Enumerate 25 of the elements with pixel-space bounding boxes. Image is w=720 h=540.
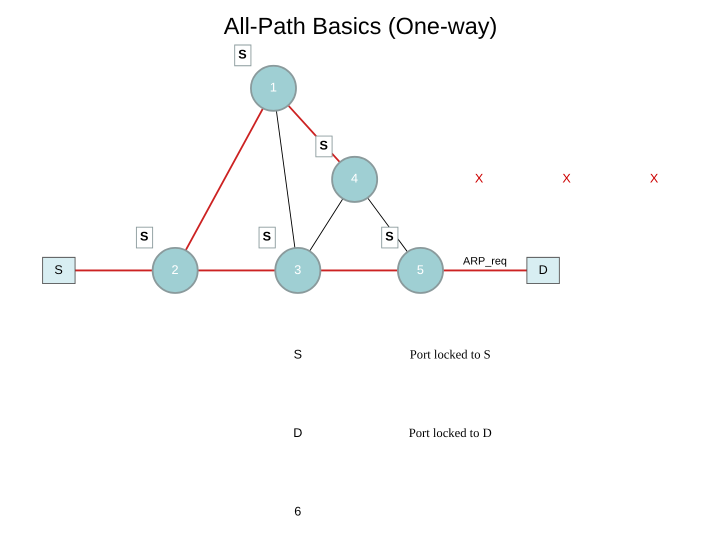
legend-label: Port locked to D (408, 426, 492, 440)
connector (320, 270, 398, 272)
connector (184, 108, 264, 251)
node-label: S (384, 229, 394, 244)
node-label: S (140, 229, 148, 244)
node-label: S (262, 229, 271, 244)
label: X (562, 172, 570, 186)
label: X (649, 172, 658, 186)
connector (366, 197, 408, 252)
label: S (293, 348, 302, 362)
node-box: D (526, 256, 560, 284)
label: 6 (294, 504, 301, 518)
connector (275, 110, 295, 248)
label: X (474, 172, 483, 186)
node-box: S (42, 256, 76, 284)
node-label: S (318, 138, 328, 152)
node-label: S (238, 47, 246, 62)
legend-label: Port locked to S (409, 348, 490, 362)
connector (197, 270, 275, 272)
diagram-title: All-Path Basics (One-way) (223, 12, 497, 39)
connector (442, 270, 526, 272)
edge-label: ARP_req (462, 256, 506, 268)
label: D (292, 426, 302, 440)
connector (74, 270, 152, 272)
connector (308, 198, 343, 252)
